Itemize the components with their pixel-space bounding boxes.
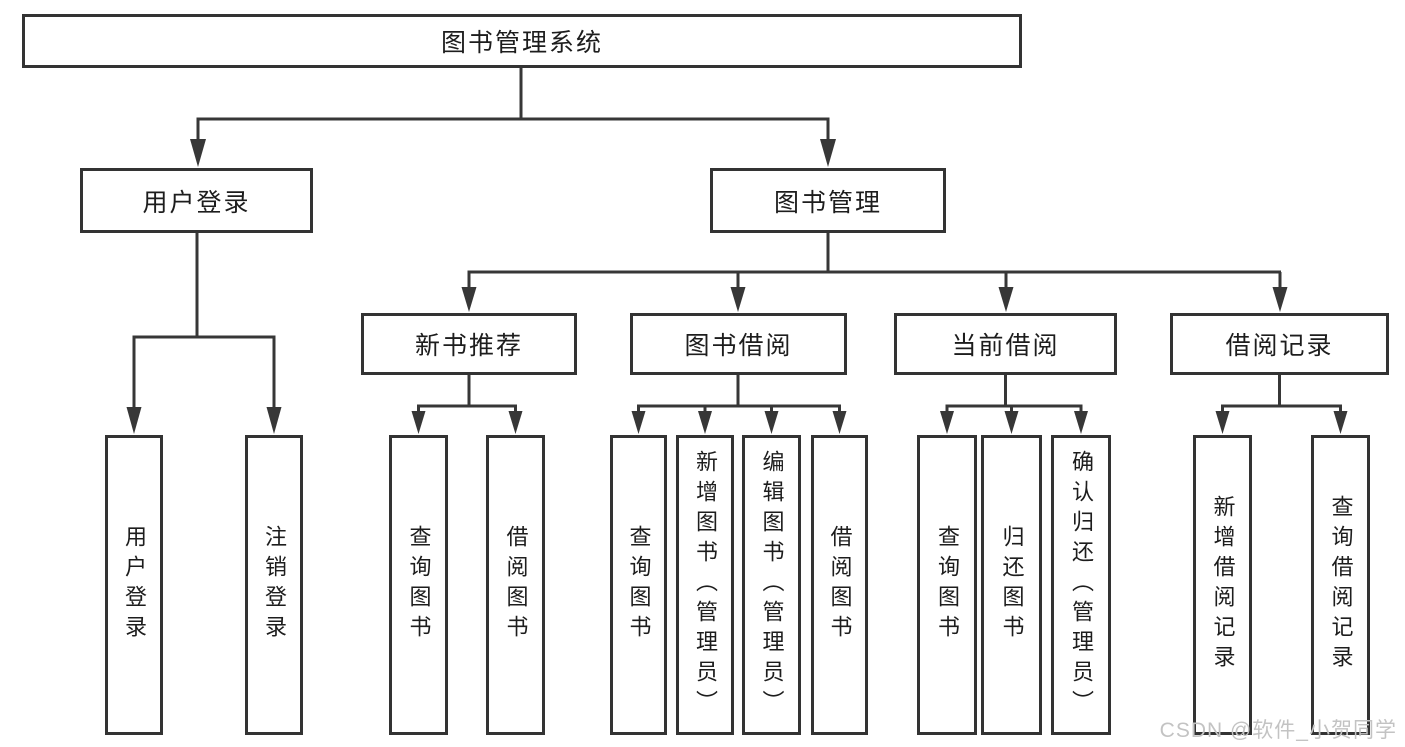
node-user-login: 用户登录	[80, 168, 313, 233]
leaf-return-book: 归还图书	[981, 435, 1042, 735]
leaf-edit-book-admin-label: 编辑图书（管理员）	[759, 450, 785, 720]
node-book-management-label: 图书管理	[773, 188, 882, 217]
leaf-borrow-books-borrowing-label: 借阅图书	[827, 525, 853, 645]
leaf-add-book-admin-label: 新增图书（管理员）	[693, 450, 718, 720]
leaf-query-books-current: 查询图书	[917, 435, 977, 735]
node-book-borrowing-label: 图书借阅	[684, 332, 793, 360]
leaf-query-books-recommend: 查询图书	[389, 435, 448, 735]
leaf-confirm-return-admin: 确认归还（管理员）	[1051, 435, 1111, 735]
leaf-user-login-label: 用户登录	[122, 525, 147, 645]
leaf-logout-label: 注销登录	[262, 525, 287, 645]
leaf-edit-book-admin: 编辑图书（管理员）	[742, 435, 801, 735]
leaf-borrow-books-recommend-label: 借阅图书	[503, 525, 529, 645]
leaf-borrow-books-borrowing: 借阅图书	[811, 435, 868, 735]
leaf-query-books-borrowing: 查询图书	[610, 435, 667, 735]
leaf-return-book-label: 归还图书	[999, 525, 1025, 645]
arrowhead-icons	[126, 139, 1348, 434]
node-new-book-recommend-label: 新书推荐	[414, 332, 523, 360]
leaf-query-books-current-label: 查询图书	[935, 525, 960, 645]
watermark: CSDN @软件_小贺同学	[1159, 719, 1397, 742]
leaf-logout: 注销登录	[245, 435, 303, 735]
node-current-borrowing-label: 当前借阅	[951, 332, 1060, 360]
leaf-confirm-return-admin-label: 确认归还（管理员）	[1069, 450, 1094, 720]
node-current-borrowing: 当前借阅	[894, 313, 1117, 375]
node-borrowing-records-label: 借阅记录	[1225, 332, 1334, 360]
node-new-book-recommend: 新书推荐	[361, 313, 577, 375]
leaf-borrow-books-recommend: 借阅图书	[486, 435, 545, 735]
leaf-query-books-borrowing-label: 查询图书	[626, 525, 652, 645]
leaf-user-login: 用户登录	[105, 435, 163, 735]
node-borrowing-records: 借阅记录	[1170, 313, 1389, 375]
node-root-label: 图书管理系统	[440, 29, 603, 57]
node-user-login-label: 用户登录	[142, 188, 251, 217]
node-root: 图书管理系统	[22, 14, 1022, 68]
leaf-query-borrow-record-label: 查询借阅记录	[1328, 495, 1354, 675]
leaf-query-borrow-record: 查询借阅记录	[1311, 435, 1370, 735]
leaf-add-book-admin: 新增图书（管理员）	[676, 435, 734, 735]
node-book-management: 图书管理	[710, 168, 946, 233]
node-book-borrowing: 图书借阅	[630, 313, 847, 375]
leaf-query-books-recommend-label: 查询图书	[406, 525, 432, 645]
leaf-add-borrow-record-label: 新增借阅记录	[1210, 495, 1236, 675]
leaf-add-borrow-record: 新增借阅记录	[1193, 435, 1252, 735]
